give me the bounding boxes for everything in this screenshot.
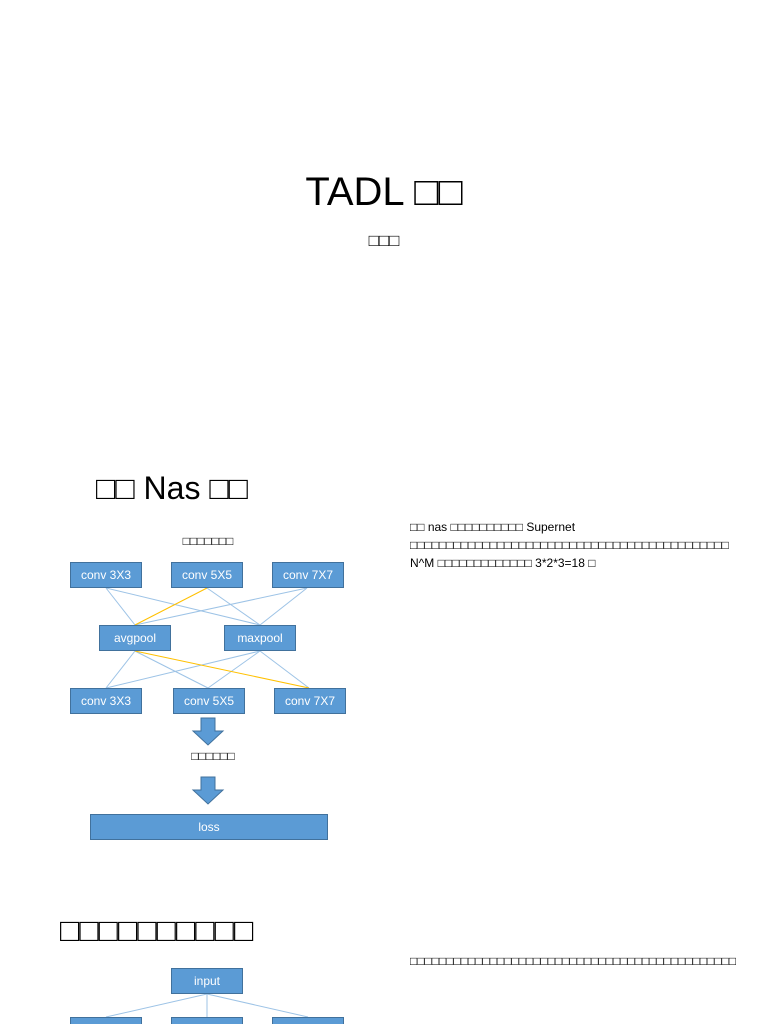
input-box: input [171,968,243,994]
row3-conv7x7-box: conv 7X7 [274,688,346,714]
edge [207,650,261,689]
row1-conv5x5-box: conv 5X5 [171,562,243,588]
supernet-caption: □□□□□□□ [182,534,234,548]
edge [105,993,208,1018]
row2-avgpool-box: avgpool [99,625,171,651]
row1-conv3x3-box: conv 3X3 [70,562,142,588]
edge [134,587,308,626]
section-heading-3: □□□□□□□□□□ [60,912,254,948]
edge [105,650,136,689]
down-arrow-icon [191,776,225,805]
row1-conv7x7-box: conv 7X7 [272,562,344,588]
edge-selected [134,587,208,626]
edge [206,993,309,1018]
partial-box [272,1017,344,1024]
row3-conv3x3-box: conv 3X3 [70,688,142,714]
nas-description: □□ nas □□□□□□□□□□ Supernet □□□□□□□□□□□□□… [410,520,729,570]
edge [105,587,136,626]
partial-box [70,1017,142,1024]
deck-subtitle: □□□ [368,231,400,250]
section3-description: □□□□□□□□□□□□□□□□□□□□□□□□□□□□□□□□□□□□□□□□… [410,954,737,968]
edge [105,650,261,689]
edge [105,587,261,626]
edge [134,650,209,689]
row3-conv5x5-box: conv 5X5 [173,688,245,714]
edge [206,587,261,626]
partial-box [171,1017,243,1024]
section-heading-nas: □□ Nas □□ [96,470,248,506]
deck-title: TADL □□ [305,170,463,214]
down-arrow-icon [191,717,225,746]
row2-maxpool-box: maxpool [224,625,296,651]
edge [259,650,310,689]
edge-selected [134,650,310,689]
edge [259,587,308,626]
loss-box: loss [90,814,328,840]
subnet-caption: □□□□□□ [191,749,235,763]
